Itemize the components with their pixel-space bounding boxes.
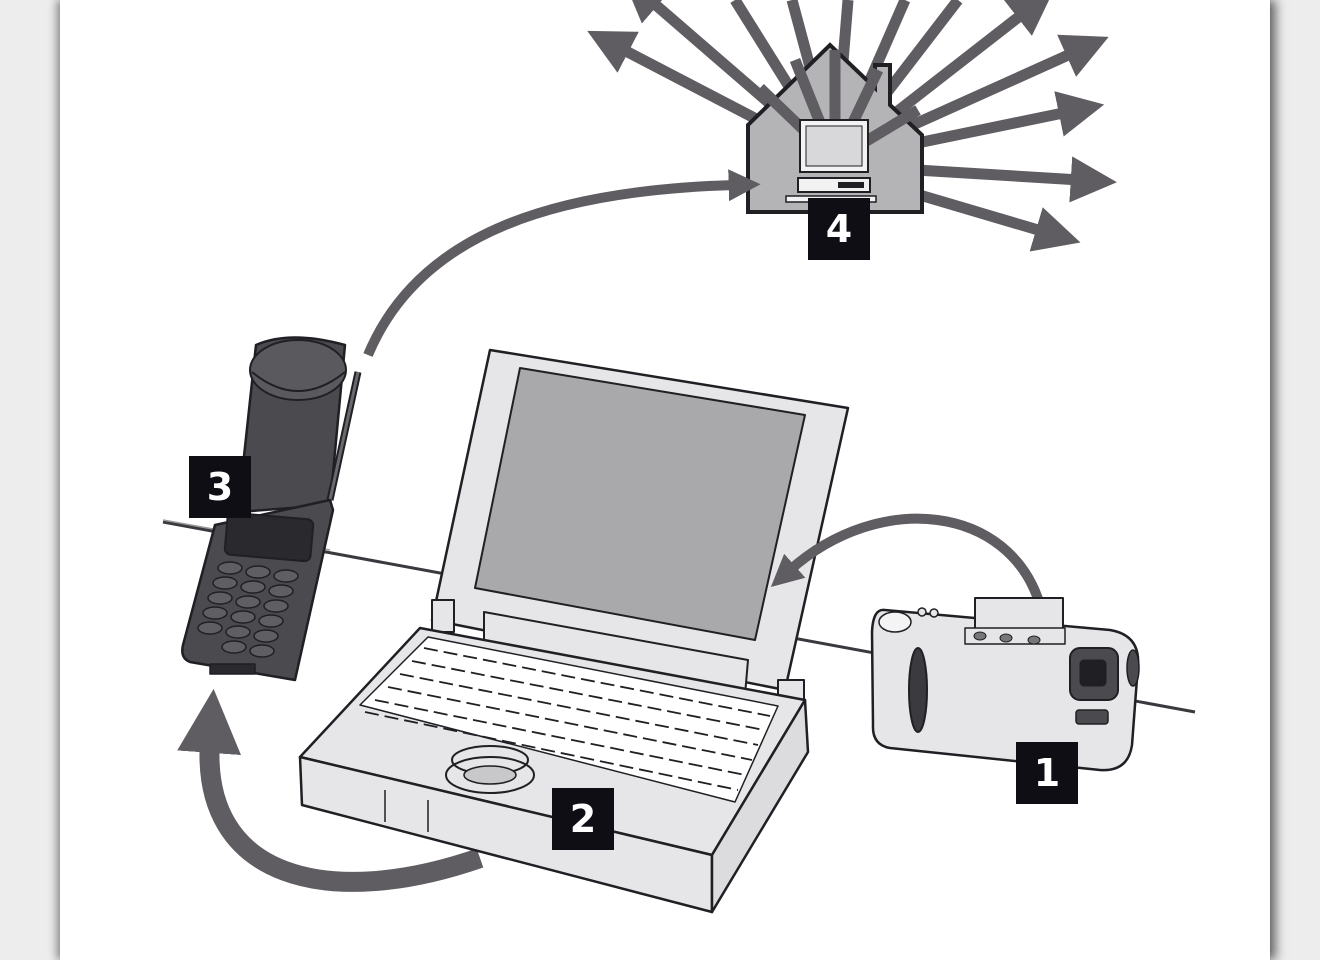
arrow-camera-to-laptop — [770, 513, 1045, 607]
flip-phone-icon — [181, 336, 362, 682]
badge-laptop: 2 — [552, 788, 614, 850]
badge-camera: 1 — [1016, 742, 1078, 804]
badge-phone: 3 — [189, 456, 251, 518]
digital-camera-icon — [870, 597, 1140, 772]
badge-house: 4 — [808, 198, 870, 260]
arrow-phone-to-house — [363, 169, 761, 357]
arrow-laptop-to-phone — [177, 688, 484, 892]
house-with-computer-icon — [746, 42, 924, 214]
laptop-icon — [298, 348, 850, 914]
